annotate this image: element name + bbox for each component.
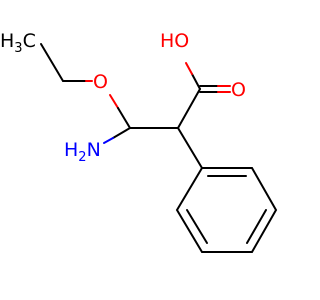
methyl-subscript: 3 bbox=[14, 41, 22, 56]
carbonyl-oxygen-label: O bbox=[231, 79, 246, 101]
ether-oxygen-label: O bbox=[93, 71, 108, 93]
bond-c2-phenyl bbox=[177, 127, 203, 169]
structure-canvas: H3C O HO O H2N bbox=[0, 30, 278, 253]
bond-methyl-ch2 bbox=[40, 43, 64, 82]
bond-carboxyl-c-hydroxyl-red bbox=[185, 62, 193, 75]
bond-c3-amine-blue bbox=[103, 137, 114, 144]
phenyl-ring bbox=[175, 167, 278, 253]
molecule-structure: H3C O HO O H2N bbox=[0, 30, 278, 253]
bond-ether-o-c3 bbox=[117, 107, 131, 129]
bond-carboxyl-c-hydroxyl bbox=[191, 73, 201, 90]
methyl-h: H bbox=[0, 30, 14, 52]
methyl-label: H3C bbox=[0, 30, 36, 56]
aromatic-bond-3 bbox=[186, 209, 208, 244]
bond-ether-o-c3-red bbox=[109, 94, 119, 109]
amine-label: H2N bbox=[64, 139, 101, 165]
bond-c2-carboxyl-c bbox=[177, 88, 201, 129]
amine-n: N bbox=[87, 139, 101, 161]
hydroxyl-label: HO bbox=[160, 30, 189, 52]
aromatic-bond-2 bbox=[246, 209, 267, 244]
methyl-c: C bbox=[23, 30, 36, 52]
amine-subscript: 2 bbox=[78, 150, 86, 165]
amine-h: H bbox=[64, 139, 78, 161]
bond-c3-amine bbox=[112, 127, 131, 139]
